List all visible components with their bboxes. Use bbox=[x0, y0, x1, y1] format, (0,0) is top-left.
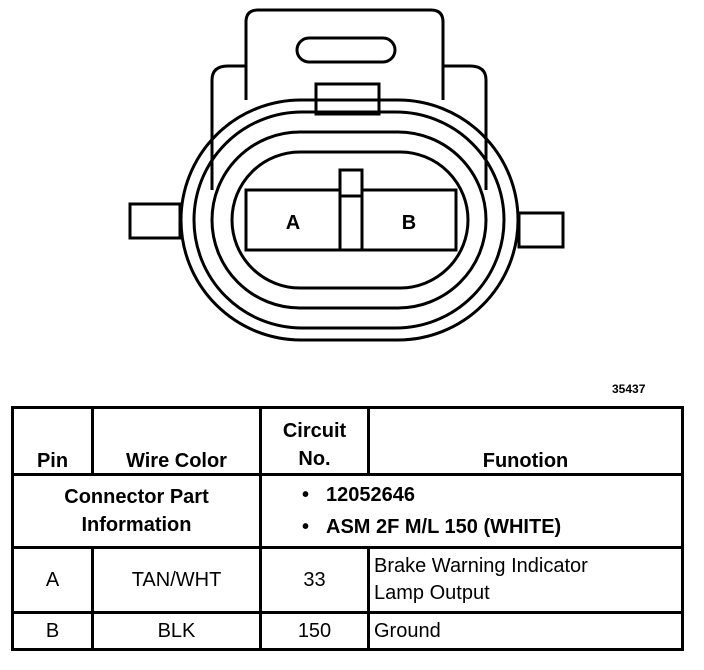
header-wire-color: Wire Color bbox=[91, 406, 262, 476]
row-a-pin: A bbox=[11, 546, 94, 614]
cavity-label-a: A bbox=[286, 212, 300, 234]
part-number: •12052646 bbox=[302, 484, 415, 506]
connector-part-list: •12052646 •ASM 2F M/L 150 (WHITE) bbox=[259, 473, 684, 549]
header-function: Funotion bbox=[367, 406, 684, 476]
middle-shell bbox=[192, 110, 506, 330]
header-circuit-line1: Circuit bbox=[282, 420, 347, 442]
connector-info-label-line2: Information bbox=[81, 514, 192, 536]
cavity-label-b: B bbox=[402, 212, 416, 234]
header-pin: Pin bbox=[11, 406, 94, 476]
left-shoulder bbox=[210, 64, 246, 190]
cavity-frame bbox=[230, 150, 470, 290]
header-circuit-line2: No. bbox=[298, 448, 331, 470]
part-description: •ASM 2F M/L 150 (WHITE) bbox=[302, 516, 562, 538]
left-ear bbox=[128, 202, 182, 240]
header-row: Pin Wire Color Circuit No. Funotion bbox=[11, 406, 684, 476]
connector-info-row: Connector Part Information •12052646 •AS… bbox=[11, 473, 684, 549]
connector-info-label-line1: Connector Part bbox=[64, 486, 209, 508]
pin-table: Pin Wire Color Circuit No. Funotion Conn… bbox=[11, 406, 684, 651]
row-a-wire-color: TAN/WHT bbox=[91, 546, 262, 614]
table-row: B BLK 150 Ground bbox=[11, 611, 684, 651]
right-ear bbox=[517, 211, 565, 249]
latch-slot bbox=[295, 36, 397, 64]
figure-id: 35437 bbox=[612, 382, 646, 396]
row-b-pin: B bbox=[11, 611, 94, 651]
right-shoulder bbox=[443, 64, 488, 190]
row-b-circuit: 150 bbox=[259, 611, 370, 651]
connector-info-label: Connector Part Information bbox=[11, 473, 262, 549]
latch-housing bbox=[244, 8, 445, 100]
row-b-wire-color: BLK bbox=[91, 611, 262, 651]
row-a-circuit: 33 bbox=[259, 546, 370, 614]
row-b-function: Ground bbox=[367, 611, 684, 651]
row-a-function: Brake Warning Indicator Lamp Output bbox=[367, 546, 684, 614]
inner-shell bbox=[210, 130, 488, 310]
header-circuit: Circuit No. bbox=[259, 406, 370, 476]
table-row: A TAN/WHT 33 Brake Warning Indicator Lam… bbox=[11, 546, 684, 614]
center-rib bbox=[338, 168, 364, 252]
connector-diagram: A B bbox=[128, 8, 565, 342]
